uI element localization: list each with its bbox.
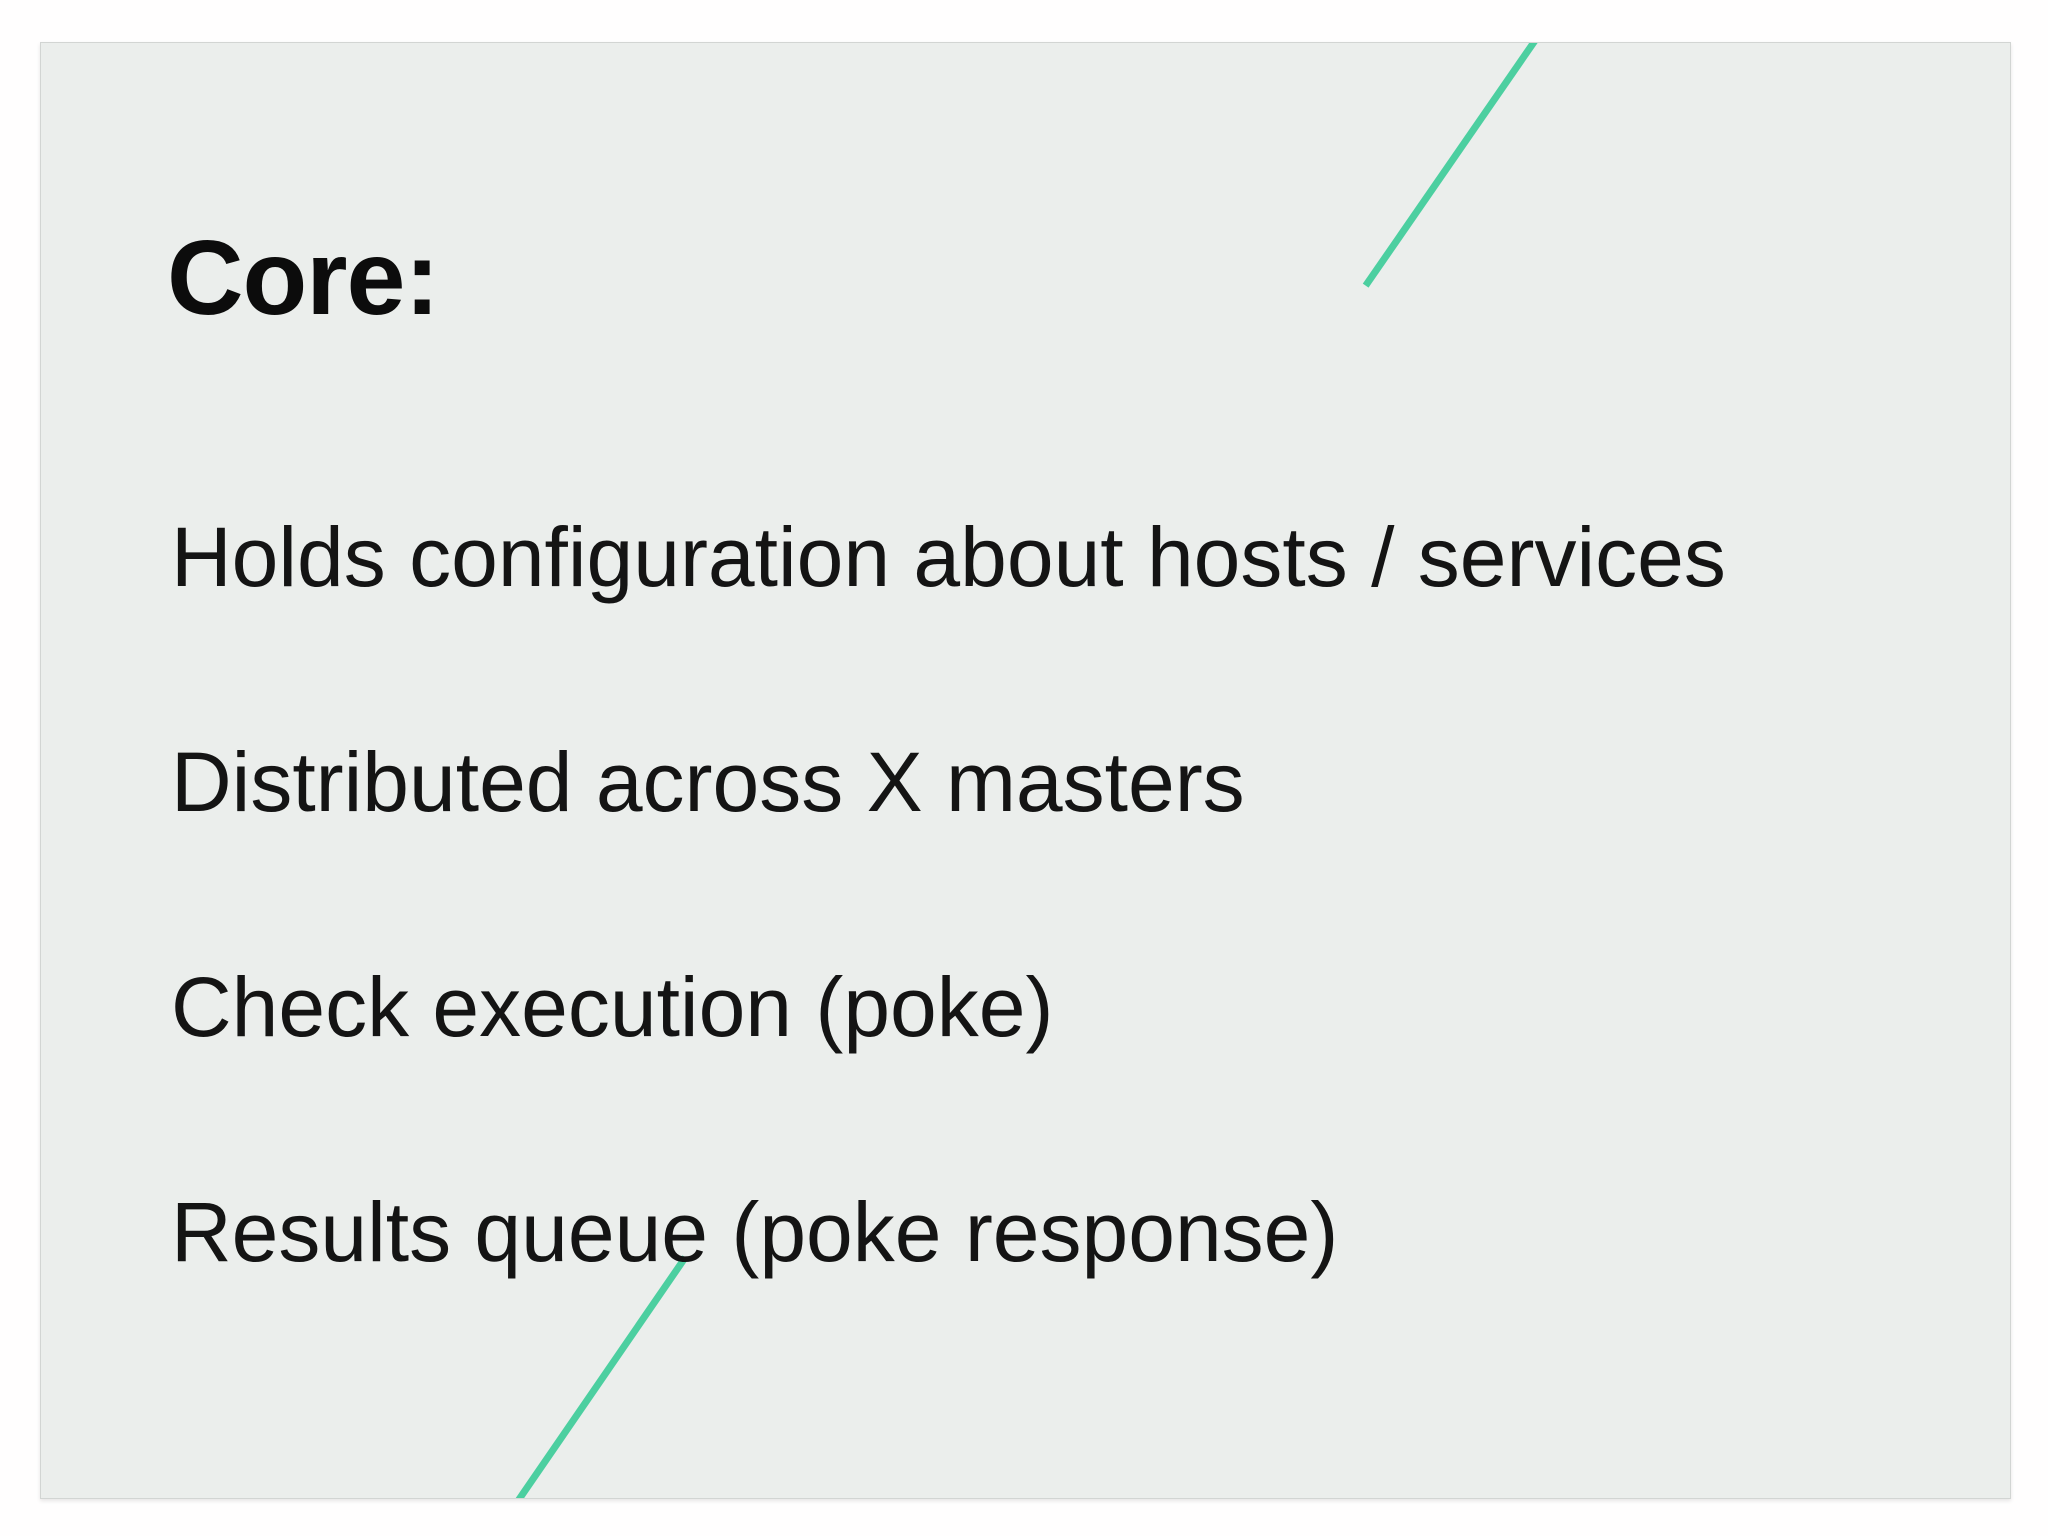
diagonal-accent-line-bottom-left-icon bbox=[515, 1255, 689, 1498]
slide-title: Core: bbox=[167, 219, 440, 337]
bullet-line-holds-configuration: Holds configuration about hosts / servic… bbox=[171, 510, 1726, 604]
decorative-lines-layer bbox=[515, 43, 1538, 1498]
diagonal-accent-line-top-right-icon bbox=[1362, 43, 1538, 288]
bullet-line-results-queue: Results queue (poke response) bbox=[171, 1185, 1339, 1279]
bullet-line-distributed-masters: Distributed across X masters bbox=[171, 735, 1245, 829]
slide-canvas: Core: Holds configuration about hosts / … bbox=[40, 42, 2011, 1499]
bullet-line-check-execution: Check execution (poke) bbox=[171, 960, 1054, 1054]
